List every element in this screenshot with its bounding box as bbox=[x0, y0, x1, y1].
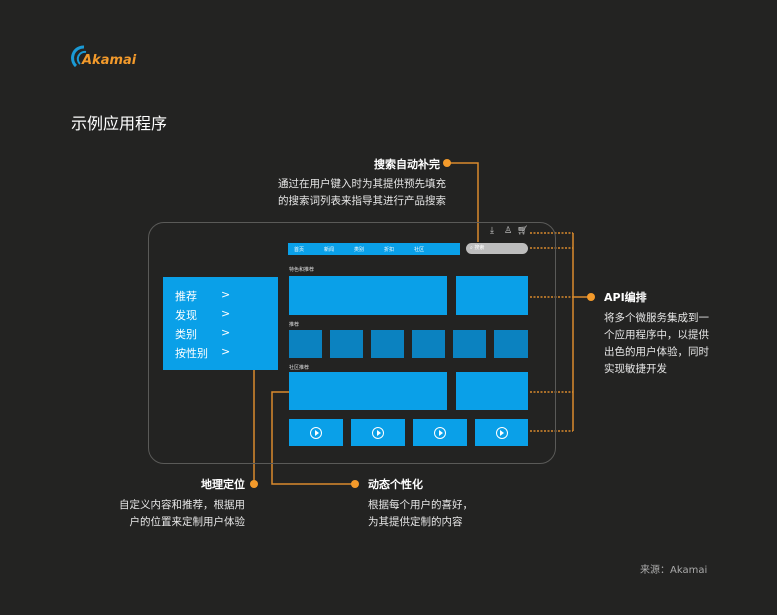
search-annotation-text: 通过在用户键入时为其提供预先填充的搜索词列表来指导其进行产品搜索 bbox=[278, 178, 446, 207]
menu-item[interactable]: 推荐> bbox=[175, 288, 231, 303]
recommend-tile[interactable] bbox=[412, 330, 445, 358]
recommend-tile[interactable] bbox=[330, 330, 363, 358]
api-annotation: API编排 将多个微服务集成到一个应用程序中，以提供出色的用户体验，同时实现敏捷… bbox=[604, 291, 709, 375]
menu-item[interactable]: 按性别> bbox=[175, 345, 231, 360]
search-annotation: 搜索自动补完 bbox=[374, 158, 440, 171]
featured-tile[interactable] bbox=[456, 276, 528, 315]
menu-item[interactable]: 类别> bbox=[175, 326, 231, 341]
logo-text: Akamai bbox=[82, 53, 137, 68]
user-icon: ♙ bbox=[504, 226, 513, 236]
play-icon bbox=[434, 426, 446, 439]
category-menu: 推荐> 发现> 类别> 按性别> bbox=[163, 277, 278, 370]
geo-annotation-dot bbox=[250, 480, 258, 488]
video-tile[interactable] bbox=[475, 419, 528, 446]
menu-item[interactable]: 发现> bbox=[175, 307, 231, 322]
nav-bar: 首页 新闻 类别 折扣 社区 bbox=[288, 243, 460, 255]
akamai-logo: Akamai bbox=[70, 44, 140, 74]
api-annotation-dot bbox=[587, 293, 595, 301]
geo-annotation: 地理定位 自定义内容和推荐，根据用户的位置来定制用户体验 bbox=[119, 478, 245, 528]
community-tile[interactable] bbox=[289, 372, 447, 410]
video-tile[interactable] bbox=[289, 419, 343, 446]
section-label: 推荐 bbox=[289, 322, 300, 328]
video-tile[interactable] bbox=[413, 419, 467, 446]
nav-item[interactable]: 社区 bbox=[414, 246, 425, 253]
nav-item[interactable]: 首页 bbox=[294, 246, 305, 253]
download-icon: ⤓ bbox=[490, 226, 494, 236]
recommend-tile[interactable] bbox=[453, 330, 486, 358]
search-icon: ⌕ bbox=[470, 245, 473, 251]
nav-item[interactable]: 折扣 bbox=[384, 246, 395, 253]
section-label: 社区推荐 bbox=[289, 365, 310, 371]
device-frame bbox=[148, 222, 556, 464]
nav-item[interactable]: 新闻 bbox=[324, 246, 335, 253]
dynamic-annotation: 动态个性化 根据每个用户的喜好，为其提供定制的内容 bbox=[368, 478, 473, 528]
source-note: 来源：Akamai bbox=[640, 565, 708, 576]
featured-tile[interactable] bbox=[289, 276, 447, 315]
search-input[interactable]: ⌕ 搜索 bbox=[466, 243, 528, 254]
page-title: 示例应用程序 bbox=[71, 114, 168, 133]
play-icon bbox=[310, 426, 322, 439]
dynamic-annotation-dot bbox=[351, 480, 359, 488]
play-icon bbox=[495, 426, 508, 439]
nav-item[interactable]: 类别 bbox=[354, 246, 365, 253]
recommend-tile[interactable] bbox=[494, 330, 528, 358]
play-icon bbox=[372, 426, 384, 439]
video-tile[interactable] bbox=[351, 419, 405, 446]
cart-icon: 🛒︎ bbox=[517, 226, 529, 236]
search-annotation-dot bbox=[443, 159, 451, 167]
recommend-tile[interactable] bbox=[371, 330, 404, 358]
recommend-tile[interactable] bbox=[289, 330, 322, 358]
community-tile[interactable] bbox=[456, 372, 528, 410]
section-label: 特色和推荐 bbox=[289, 267, 315, 273]
